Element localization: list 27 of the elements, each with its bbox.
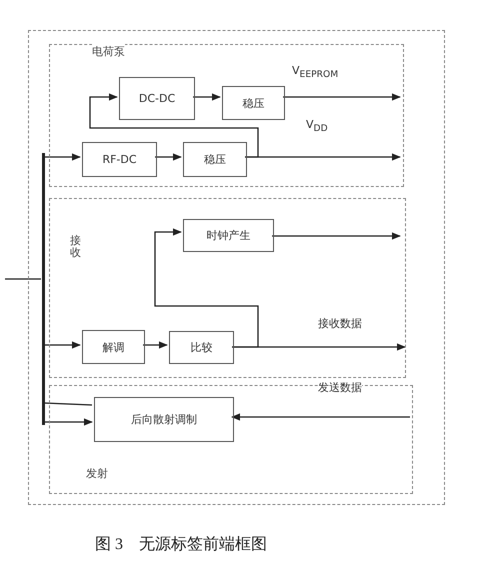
group-title: 电荷泵 <box>92 44 125 59</box>
arrow <box>89 93 259 158</box>
group-title: 发射 <box>86 466 108 481</box>
arrow <box>272 232 401 240</box>
arrow <box>193 93 221 101</box>
process-box: 比较 <box>169 331 234 364</box>
signal-bus-bar <box>42 153 45 425</box>
arrow <box>231 413 410 421</box>
arrow <box>143 341 168 349</box>
arrow <box>44 341 81 349</box>
process-box: DC-DC <box>119 77 195 120</box>
signal-label: 接收数据 <box>318 316 362 331</box>
figure-caption: 图 3 无源标签前端框图 <box>95 534 267 555</box>
arrow <box>154 228 259 348</box>
process-box: 时钟产生 <box>183 219 274 252</box>
process-box: 解调 <box>82 330 145 364</box>
group-title: 接收 <box>70 235 81 260</box>
process-box: 稳压 <box>183 142 247 177</box>
arrow <box>283 93 401 101</box>
process-box: 后向散射调制 <box>94 397 234 442</box>
process-box: 稳压 <box>222 86 285 120</box>
arrow <box>44 418 93 426</box>
process-box: RF-DC <box>82 142 157 177</box>
arrow <box>44 153 81 161</box>
signal-label: V$_{EEPROM}$ <box>292 64 338 80</box>
arrow <box>155 153 182 161</box>
signal-label: 发送数据 <box>318 380 362 395</box>
